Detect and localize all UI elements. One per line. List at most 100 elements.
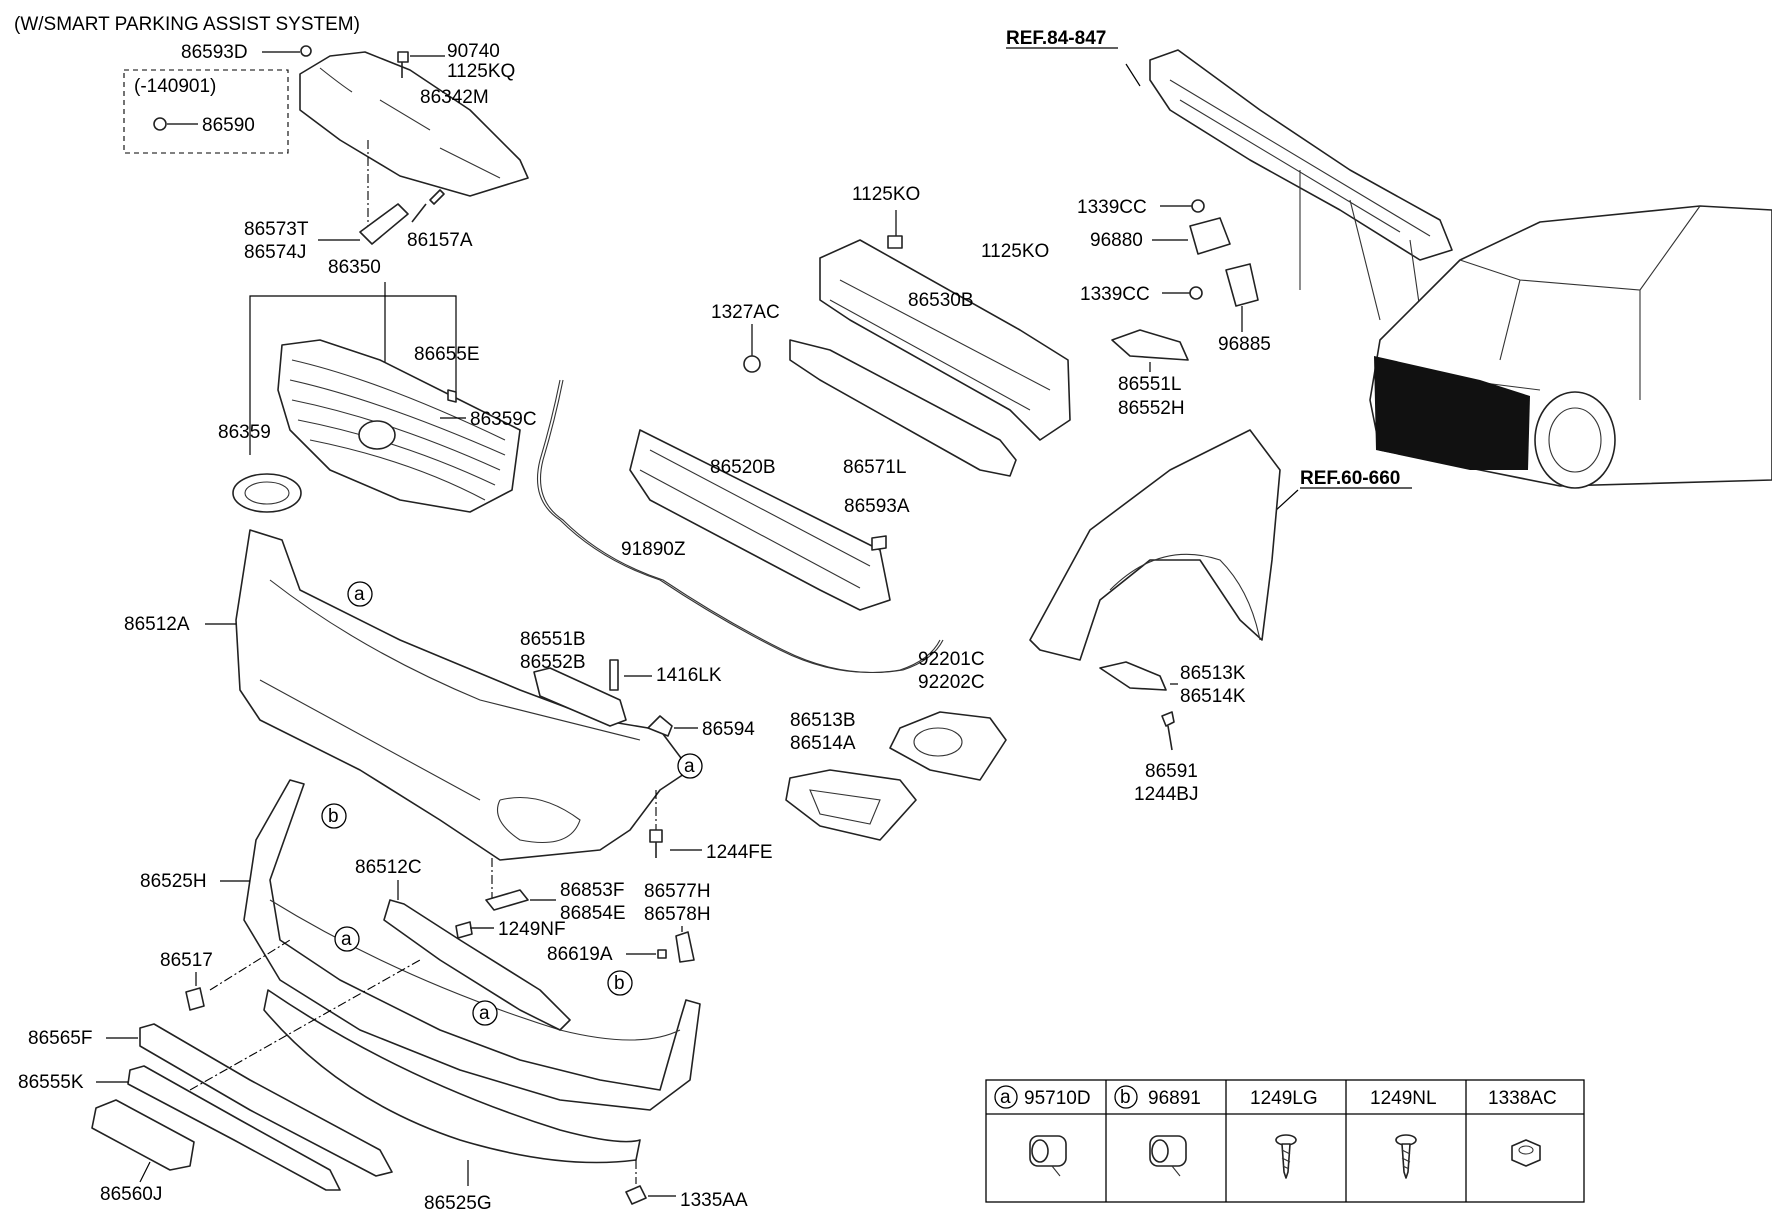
- bumper-cover-detail: [259, 579, 641, 844]
- callout-1249NF: 1249NF: [498, 919, 566, 940]
- callout-86577H: 86577H: [644, 881, 711, 902]
- callout-86551L: 86551L: [1118, 374, 1181, 395]
- callout-86655E: 86655E: [414, 344, 480, 365]
- tag-a-2: [677, 753, 703, 779]
- lower-beam-86571L: [789, 339, 1017, 477]
- legend-part-1338AC: 1338AC: [1488, 1088, 1557, 1109]
- callout-86565F: 86565F: [28, 1028, 92, 1049]
- tag-a-3: [334, 926, 360, 952]
- bracket-86551L: [1111, 329, 1189, 361]
- callout-86517: 86517: [160, 950, 213, 971]
- upper-cover-part: [299, 51, 529, 197]
- callout-86513B: 86513B: [790, 710, 856, 731]
- clip-86517-part: [185, 987, 205, 1011]
- tag-b-2-label: b: [614, 973, 625, 994]
- callout-1125KQ: 1125KQ: [447, 61, 515, 82]
- callout-86530B: 86530B: [908, 290, 974, 311]
- legend-part-96891: 96891: [1148, 1088, 1201, 1109]
- callout-86513K: 86513K: [1180, 663, 1246, 684]
- legend-tag-a: [994, 1085, 1018, 1109]
- callout-92201C: 92201C: [918, 649, 985, 670]
- callout-96885: 96885: [1218, 334, 1271, 355]
- grille-emblem-mount: [358, 420, 396, 450]
- callout-86514K: 86514K: [1180, 686, 1246, 707]
- callout-86525H: 86525H: [140, 871, 207, 892]
- tag-b-1-label: b: [328, 806, 339, 827]
- callout-90740: 90740: [447, 41, 500, 62]
- tag-b-1: [321, 803, 347, 829]
- inset-box: [123, 69, 289, 154]
- callout-86157A: 86157A: [407, 230, 473, 251]
- parking-sensor-icon: [1149, 1135, 1187, 1177]
- callout-86590: 86590: [202, 115, 255, 136]
- callout-86593A: 86593A: [844, 496, 910, 517]
- screw-icon: [1395, 1134, 1417, 1179]
- callout-86573T: 86573T: [244, 219, 309, 240]
- bumper-cover-86512A: [235, 529, 691, 861]
- callout-92202C: 92202C: [918, 672, 985, 693]
- ref-60-660: REF.60-660: [1300, 468, 1400, 489]
- callout-86512A: 86512A: [124, 614, 190, 635]
- callout-1339CC-a: 1339CC: [1077, 197, 1147, 218]
- legend-tag-b: [1114, 1085, 1138, 1109]
- hyundai-emblem-icon: [232, 473, 302, 513]
- tag-a-1: [347, 581, 373, 607]
- callout-86552H: 86552H: [1118, 398, 1185, 419]
- header-note: (W/SMART PARKING ASSIST SYSTEM): [14, 14, 360, 35]
- callout-1335AA: 1335AA: [680, 1190, 748, 1211]
- clip-86590-part: [153, 117, 198, 131]
- callout-1125KO-b: 1125KO: [981, 241, 1049, 262]
- callout-86591: 86591: [1145, 761, 1198, 782]
- fender-part: [1029, 429, 1281, 661]
- callout-86342M: 86342M: [420, 87, 489, 108]
- legend-part-1249NL: 1249NL: [1370, 1088, 1437, 1109]
- callout-86552B: 86552B: [520, 652, 586, 673]
- front-end-module-frame: [1149, 49, 1453, 261]
- callout-140901: (-140901): [134, 76, 216, 97]
- fog-bezel-86513B: [785, 769, 917, 841]
- skid-trim-86512C: [383, 899, 571, 1031]
- ref-84-847: REF.84-847: [1006, 28, 1106, 49]
- skid-86565F: [139, 1023, 393, 1177]
- fender-bracket-86513K: [1099, 661, 1167, 691]
- legend-tag-a-label: a: [1000, 1087, 1011, 1108]
- callout-1339CC-b: 1339CC: [1080, 284, 1150, 305]
- callout-1244FE: 1244FE: [706, 842, 773, 863]
- callout-1244BJ: 1244BJ: [1134, 784, 1198, 805]
- screw-icon: [1275, 1134, 1297, 1179]
- radar-sensor-96880: [1189, 217, 1231, 255]
- lower-bumper-86525H: [243, 779, 701, 1111]
- upper-cover-detail: [319, 67, 501, 179]
- callout-86512C: 86512C: [355, 857, 422, 878]
- tag-a-4: [472, 1000, 498, 1026]
- callout-86555K: 86555K: [18, 1072, 84, 1093]
- energy-absorber-86520B: [629, 429, 891, 611]
- callout-96880: 96880: [1090, 230, 1143, 251]
- hex-nut-icon: [1511, 1139, 1541, 1167]
- tag-a-3-label: a: [341, 929, 352, 950]
- callout-1125KO-a: 1125KO: [852, 184, 920, 205]
- legend-tag-b-label: b: [1120, 1087, 1131, 1108]
- callout-86619A: 86619A: [547, 944, 613, 965]
- callout-86359: 86359: [218, 422, 271, 443]
- legend-part-1249LG: 1249LG: [1250, 1088, 1318, 1109]
- callout-1416LK: 1416LK: [656, 665, 722, 686]
- legend-table: a 95710D b 96891 1249LG 1249NL: [985, 1079, 1585, 1203]
- callout-86593D: 86593D: [181, 42, 248, 63]
- bracket-86573T-part: [359, 203, 409, 245]
- bumper-beam-86530B: [819, 239, 1071, 441]
- tag-a-2-label: a: [684, 756, 695, 777]
- callout-91890Z: 91890Z: [621, 539, 686, 560]
- vehicle-front-bumper-highlight: [1374, 356, 1530, 470]
- garnish-86560J: [91, 1099, 195, 1171]
- callout-86520B: 86520B: [710, 457, 776, 478]
- callout-86594: 86594: [702, 719, 755, 740]
- vehicle-wheel: [1534, 391, 1616, 489]
- callout-86560J: 86560J: [100, 1184, 162, 1205]
- callout-86578H: 86578H: [644, 904, 711, 925]
- skid-86555K: [127, 1065, 341, 1191]
- trim-86551B: [533, 667, 627, 727]
- callout-86854E: 86854E: [560, 903, 626, 924]
